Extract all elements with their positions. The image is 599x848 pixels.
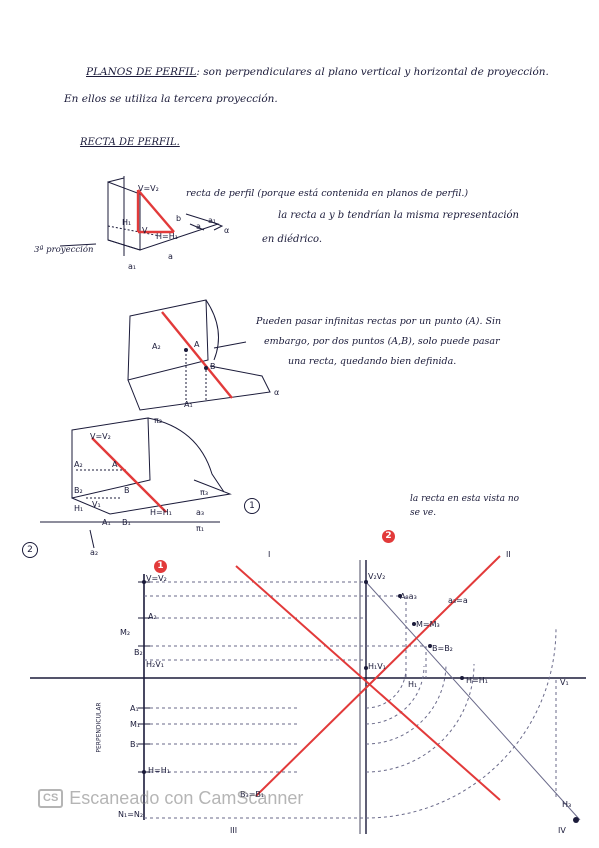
d3-view-2: 2 [22, 542, 38, 558]
d3-label-pi3: π₃ [200, 488, 209, 497]
q-label-h: H₁V₁ [368, 662, 386, 671]
d3-label-v: V=V₂ [90, 432, 111, 441]
arrow-tercera [59, 243, 97, 247]
diagram-3 [40, 417, 232, 549]
diagram-1-red-triangle [136, 189, 175, 234]
note2-line-b: embargo, por dos puntos (A,B), solo pued… [264, 336, 500, 347]
d3-label-a: A [112, 460, 118, 469]
d1-label-a2: a₁ [128, 262, 137, 271]
diagram-3-red-line [91, 437, 167, 513]
cs-badge: CS [38, 789, 64, 808]
d3-label-b2: B₂ [74, 486, 83, 495]
intro-line-2: En ellos se utiliza la tercera proyecció… [64, 93, 278, 105]
p-label-n: N₁=N₂ [118, 810, 144, 819]
p-label-h2: H₂V₁ [146, 660, 164, 669]
red-cross [235, 555, 501, 801]
note1-line-c: en diédrico. [262, 234, 323, 245]
p-label-m1: M₁ [130, 720, 141, 729]
d1-label-a: a [196, 222, 201, 231]
intro-line-1: PLANOS DE PERFIL: son perpendiculares al… [86, 66, 549, 78]
d2-label-a1: A₁ [184, 400, 193, 409]
q-label-m: M=M₃ [416, 620, 440, 629]
q-label-v1: V₁ [560, 678, 569, 687]
d3-label-h1: H₁ [74, 504, 84, 513]
quadrant-I: I [268, 550, 271, 559]
p-label-h: H=H₁ [148, 766, 170, 775]
q-label-a3b: a₃=a [448, 596, 468, 605]
q-label-h3: H₃ [562, 800, 572, 809]
d3-label-b: B [124, 486, 130, 495]
d3-label-a2: A₂ [74, 460, 83, 469]
red-marker-2: 2 [382, 530, 395, 543]
point-b [204, 366, 208, 370]
q-label-b: B=B₂ [432, 644, 453, 653]
quadrant-II: II [506, 550, 511, 559]
d1-label-h: H=H₁ [156, 232, 178, 241]
point-a [184, 348, 188, 352]
p-vertical-label: PERPENDICULAR [95, 702, 103, 753]
d2-label-b: B [210, 362, 216, 371]
d3-label-a3: a₃ [196, 508, 205, 517]
d3-label-b1: B₁ [122, 518, 131, 527]
projection-diagram [30, 560, 586, 834]
d1-label-v: V=V₂ [138, 184, 159, 193]
q-label-v: V₂V₂ [368, 572, 386, 581]
q-label-h1: H₁ [408, 680, 418, 689]
red-marker-1: 1 [154, 560, 167, 573]
diagram-1 [107, 176, 224, 256]
d1-label-h1: H₁ [122, 218, 132, 227]
diagram-2 [127, 299, 271, 411]
p-label-a1: A₁ [130, 704, 139, 713]
q-label-a3: A₃a₃ [400, 592, 417, 601]
tercera-proyeccion-label: 3ª proyección [34, 245, 94, 255]
p-label-b1: B₁ [130, 740, 139, 749]
p-label-b2: B₂ [134, 648, 143, 657]
note1-line-a: recta de perfil (porque está contenida e… [186, 188, 469, 199]
d1-label-a1: a₁ [208, 216, 217, 225]
d1-label-b: b [176, 214, 182, 223]
q-label-h2: H=H₁ [466, 676, 488, 685]
quadrant-III: III [230, 826, 238, 835]
d2-label-a2: A₂ [152, 342, 161, 351]
note2-line-a: Pueden pasar infinitas rectas por un pun… [256, 316, 502, 327]
d1-label-a3: a [168, 252, 173, 261]
d1-label-alpha: α [224, 226, 230, 235]
d3-view-1: 1 [244, 498, 260, 514]
planos-de-perfil-title: PLANOS DE PERFIL [86, 66, 197, 78]
d3-label-h: H=H₁ [150, 508, 172, 517]
d3-label-pi2: π₂ [154, 416, 163, 425]
section-title: RECTA DE PERFIL. [80, 137, 180, 148]
d3-label-v1: V₁ [92, 500, 101, 509]
diagram-2-red-line [161, 311, 233, 399]
camscanner-watermark: CS Escaneado con CamScanner [38, 788, 303, 809]
d3-label-pi1: π₁ [196, 524, 205, 533]
note3-line-b: se ve. [410, 508, 437, 518]
d1-label-v1: V [142, 226, 148, 235]
d2-label-alpha: α [274, 388, 280, 397]
d3-label-a1: A₁ [102, 518, 111, 527]
projection-points [142, 580, 579, 823]
note2-line-c: una recta, quedando bien definida. [288, 356, 457, 367]
q-label-b3: B₃=B₁ [240, 790, 265, 799]
p-label-m2: M₂ [120, 628, 131, 637]
d3-label-a2b: a₂ [90, 548, 99, 557]
quadrant-IV: IV [558, 826, 566, 835]
note3-line-a: la recta en esta vista no [410, 494, 520, 504]
watermark-text: Escaneado con CamScanner [69, 788, 304, 808]
p-label-v: V=V₂ [146, 574, 167, 583]
d2-label-a: A [194, 340, 200, 349]
intro-line-1-rest: : son perpendiculares al plano vertical … [196, 66, 549, 78]
p-label-a2: A₂ [148, 612, 157, 621]
note1-line-b: la recta a y b tendrían la misma represe… [278, 210, 519, 221]
